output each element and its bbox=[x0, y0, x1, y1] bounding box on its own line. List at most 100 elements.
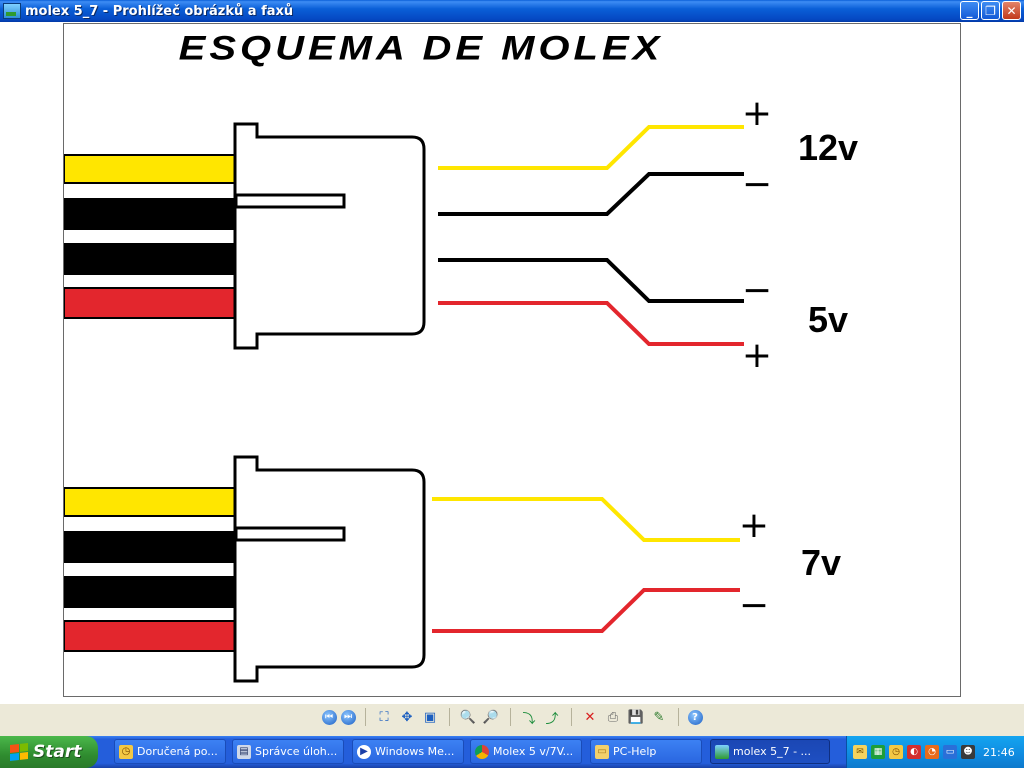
save-icon: 💾 bbox=[627, 709, 645, 725]
help-button[interactable]: ? bbox=[687, 709, 703, 725]
toolbar-separator bbox=[364, 708, 366, 726]
label-minus-5v: − bbox=[742, 270, 772, 311]
window-titlebar[interactable]: molex 5_7 - Prohlížeč obrázků a faxů _ ❐… bbox=[0, 0, 1024, 22]
displayed-image: ESQUEMA DE MOLEX + − 12v − + 5v bbox=[63, 23, 961, 697]
close-button[interactable]: ✕ bbox=[1002, 1, 1021, 20]
toolbar-separator bbox=[570, 708, 572, 726]
zoom-in-icon: 🔍 bbox=[459, 709, 477, 725]
zoom-out-icon: 🔎 bbox=[482, 709, 500, 725]
toolbar-separator bbox=[509, 708, 511, 726]
task-folder[interactable]: ▭ PC-Help bbox=[590, 739, 702, 764]
zoom-in-button[interactable]: 🔍 bbox=[459, 708, 478, 727]
save-button[interactable]: 💾 bbox=[627, 708, 646, 727]
slideshow-icon: ▣ bbox=[423, 709, 437, 725]
task-label: Molex 5 v/7V... bbox=[493, 745, 574, 758]
taskbar: Start ◷ Doručená po... ▤ Správce úloh...… bbox=[0, 736, 1024, 768]
network-icon[interactable]: ▦ bbox=[871, 745, 885, 759]
outlook-icon: ◷ bbox=[119, 744, 133, 759]
diagram-heading: ESQUEMA DE MOLEX bbox=[179, 29, 664, 67]
label-plus-5v: + bbox=[742, 335, 772, 376]
task-label: molex 5_7 - ... bbox=[733, 745, 812, 758]
edit-button[interactable]: ✎ bbox=[650, 708, 669, 727]
next-image-icon: ⏭ bbox=[343, 712, 353, 722]
folder-icon: ▭ bbox=[595, 744, 609, 759]
wire-12v-plus bbox=[438, 125, 744, 170]
image-viewer-icon bbox=[715, 744, 729, 759]
toolbar-separator bbox=[677, 708, 679, 726]
task-manager-icon: ▤ bbox=[237, 744, 251, 759]
bottom-connector bbox=[64, 455, 426, 683]
media-player-icon: ▶ bbox=[357, 744, 371, 759]
task-label: Windows Me... bbox=[375, 745, 455, 758]
edit-icon: ✎ bbox=[653, 709, 665, 725]
molex-diagram: ESQUEMA DE MOLEX + − 12v − + 5v bbox=[64, 29, 858, 683]
print-button[interactable]: ⎙ bbox=[604, 708, 623, 727]
start-button[interactable]: Start bbox=[0, 736, 98, 768]
clock-app-icon[interactable]: ◷ bbox=[889, 745, 903, 759]
maximize-button[interactable]: ❐ bbox=[981, 1, 1000, 20]
yellow-wire-bottom bbox=[64, 487, 237, 517]
red-wire-bottom bbox=[64, 620, 237, 652]
taskbar-clock[interactable]: 21:46 bbox=[983, 745, 1015, 759]
task-image-viewer[interactable]: molex 5_7 - ... bbox=[710, 739, 830, 764]
connector-body-top bbox=[233, 122, 426, 350]
rotate-clockwise-button[interactable]: ⤵ bbox=[520, 708, 539, 727]
update-icon[interactable]: ◔ bbox=[925, 745, 939, 759]
yellow-wire-top bbox=[64, 154, 237, 184]
wire-5v-minus bbox=[438, 258, 744, 303]
rotate-counterclockwise-button[interactable]: ⤴ bbox=[543, 708, 562, 727]
monitor-icon[interactable]: ▭ bbox=[943, 745, 957, 759]
task-media-player[interactable]: ▶ Windows Me... bbox=[352, 739, 464, 764]
wire-5v-plus bbox=[438, 301, 744, 346]
chrome-icon bbox=[475, 744, 489, 759]
black-wire-bottom-1 bbox=[64, 531, 236, 563]
delete-button[interactable]: ✕ bbox=[581, 708, 600, 727]
label-5v: 5v bbox=[808, 299, 848, 340]
actual-size-button[interactable]: ✥ bbox=[398, 708, 417, 727]
window-controls: _ ❐ ✕ bbox=[960, 1, 1021, 20]
task-outlook[interactable]: ◷ Doručená po... bbox=[114, 739, 226, 764]
wire-7v-minus bbox=[432, 588, 740, 633]
red-wire-top bbox=[64, 287, 237, 319]
label-plus-7v: + bbox=[739, 505, 769, 546]
label-minus-7v: − bbox=[739, 585, 769, 626]
connector-latch-top bbox=[234, 193, 346, 209]
top-connector bbox=[64, 122, 426, 350]
black-wire-top-2 bbox=[64, 243, 236, 275]
windows-logo-icon bbox=[10, 743, 28, 761]
best-fit-icon: ⛶ bbox=[379, 709, 389, 725]
actual-size-icon: ✥ bbox=[401, 709, 413, 725]
messenger-icon[interactable]: ☻ bbox=[961, 745, 975, 759]
start-label: Start bbox=[33, 742, 82, 762]
system-tray: ✉ ▦ ◷ ◐ ◔ ▭ ☻ 21:46 bbox=[846, 736, 1024, 768]
zoom-out-button[interactable]: 🔎 bbox=[482, 708, 501, 727]
task-chrome[interactable]: Molex 5 v/7V... bbox=[470, 739, 582, 764]
wire-7v-plus bbox=[432, 497, 740, 542]
task-label: Doručená po... bbox=[137, 745, 218, 758]
help-icon: ? bbox=[692, 711, 698, 723]
task-label: PC-Help bbox=[613, 745, 657, 758]
previous-image-icon: ⏮ bbox=[324, 712, 334, 722]
next-image-button[interactable]: ⏭ bbox=[340, 709, 356, 725]
connector-latch-bottom bbox=[234, 526, 346, 542]
slideshow-button[interactable]: ▣ bbox=[421, 708, 440, 727]
viewer-area: ESQUEMA DE MOLEX + − 12v − + 5v bbox=[0, 22, 1024, 704]
label-7v: 7v bbox=[801, 542, 841, 583]
best-fit-button[interactable]: ⛶ bbox=[375, 708, 394, 727]
task-task-manager[interactable]: ▤ Správce úloh... bbox=[232, 739, 344, 764]
label-minus-12v: − bbox=[742, 164, 772, 205]
toolbar-separator bbox=[448, 708, 450, 726]
rotate-clockwise-icon: ⤵ bbox=[522, 711, 536, 727]
antivirus-icon[interactable]: ◐ bbox=[907, 745, 921, 759]
print-icon: ⎙ bbox=[607, 709, 619, 725]
task-label: Správce úloh... bbox=[255, 745, 338, 758]
connector-body-bottom bbox=[233, 455, 426, 683]
mail-icon[interactable]: ✉ bbox=[853, 745, 867, 759]
minimize-button[interactable]: _ bbox=[960, 1, 979, 20]
label-12v: 12v bbox=[798, 127, 858, 168]
delete-icon: ✕ bbox=[584, 709, 596, 725]
previous-image-button[interactable]: ⏮ bbox=[321, 709, 337, 725]
black-wire-bottom-2 bbox=[64, 576, 236, 608]
black-wire-top-1 bbox=[64, 198, 236, 230]
wire-12v-minus bbox=[438, 172, 744, 216]
